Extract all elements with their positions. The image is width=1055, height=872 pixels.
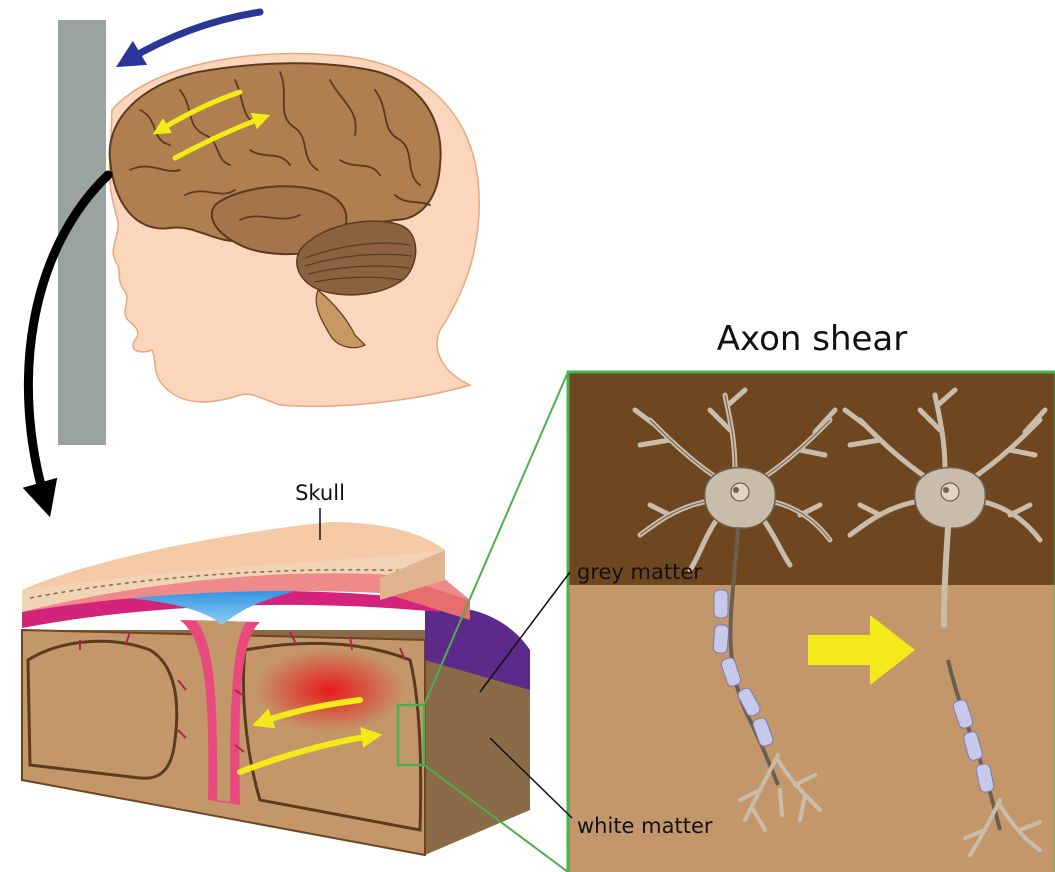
title-axon-shear: Axon shear bbox=[717, 319, 908, 359]
skull-label: Skull bbox=[295, 481, 345, 505]
grey-matter-label: grey matter bbox=[577, 560, 702, 584]
section-gyrus-left bbox=[28, 641, 177, 778]
inset-grey-region bbox=[568, 372, 1055, 585]
motion-arrow-blue bbox=[128, 12, 260, 60]
neuron-intact-nucleolus bbox=[733, 487, 739, 493]
neuron-sheared-nucleus bbox=[941, 483, 959, 501]
neuron-sheared-nucleolus bbox=[943, 487, 949, 493]
head-illustration bbox=[28, 12, 479, 500]
neuron-intact-nucleus bbox=[731, 483, 749, 501]
white-matter-label: white matter bbox=[577, 814, 713, 838]
brain-cross-section bbox=[22, 522, 530, 855]
axon-inset bbox=[568, 372, 1055, 872]
